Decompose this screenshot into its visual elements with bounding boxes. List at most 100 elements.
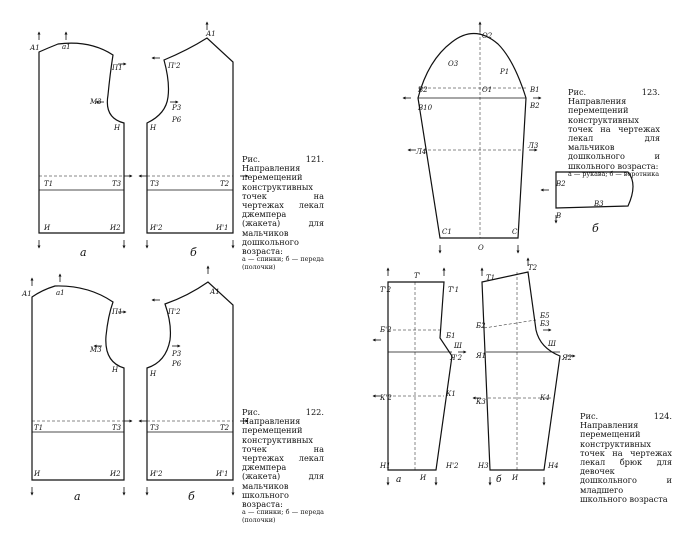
point-label: Р6	[171, 116, 182, 124]
fig121-back-pattern	[38, 42, 125, 234]
point-label: И'1	[215, 224, 228, 232]
point-label: О1	[482, 86, 492, 94]
point-label: П'2	[167, 62, 181, 70]
fig122-panel-a: а	[74, 490, 81, 503]
fig124-panel-a: а	[396, 475, 401, 485]
point-label: Н	[111, 366, 119, 374]
point-label: В3	[593, 200, 604, 208]
point-label: Р1	[499, 68, 509, 76]
fig122-caption-main: Рис. 122. Направления перемещений констр…	[242, 407, 324, 510]
point-label: Л4	[415, 148, 426, 156]
point-label: Н4	[547, 462, 559, 470]
point-label: Т3	[150, 424, 160, 432]
point-label: а1	[56, 289, 65, 297]
fig122-arrows	[30, 265, 249, 496]
point-label: И'1	[215, 470, 228, 478]
point-label: О3	[448, 60, 459, 68]
point-label: О2	[482, 32, 493, 40]
point-label: И'2	[149, 224, 163, 232]
point-label: Т2	[220, 180, 230, 188]
point-label: И	[419, 474, 427, 482]
point-label: К3	[475, 398, 486, 406]
point-label: Н'2	[445, 462, 459, 470]
point-label: В2	[529, 102, 540, 110]
fig121-arrows	[37, 21, 249, 249]
fig121-caption: Рис. 121. Направления перемещений констр…	[242, 154, 324, 271]
fig122-caption: Рис. 122. Направления перемещений констр…	[242, 407, 324, 524]
fig121-panel-b: б	[190, 246, 197, 259]
point-label: Т3	[112, 424, 122, 432]
point-label: Т2	[220, 424, 230, 432]
fig123-caption-note: а — рукава; б — воротника	[568, 169, 660, 178]
fig122-back-pattern	[31, 285, 125, 481]
point-label: Я1	[475, 352, 486, 360]
point-label: Л3	[527, 142, 539, 150]
point-label: В2	[417, 86, 428, 94]
point-label: Н	[113, 124, 121, 132]
point-label: К4	[539, 394, 550, 402]
fig124-front-pattern	[387, 281, 453, 471]
fig123-sleeve-pattern	[417, 32, 527, 239]
point-label: Б'2	[379, 326, 392, 334]
point-label: Б3	[539, 320, 550, 328]
point-label: Т3	[150, 180, 160, 188]
point-label: И2	[109, 470, 121, 478]
fig124-back-pattern	[481, 271, 561, 471]
fig124-caption: Рис. 124. Направления перемещений констр…	[580, 411, 672, 504]
point-label: Т1	[486, 274, 495, 282]
point-label: А1	[21, 290, 32, 298]
point-label: М3	[89, 346, 102, 354]
point-label: В1	[529, 86, 540, 94]
point-label: Т'1	[448, 286, 459, 294]
point-label: И	[33, 470, 41, 478]
fig121-panel-a: а	[80, 246, 87, 259]
point-label: П'2	[167, 308, 181, 316]
point-label: а1	[62, 43, 71, 51]
point-label: В10	[417, 104, 433, 112]
fig121-front-pattern	[146, 37, 234, 234]
fig124-panel-b: б	[496, 474, 502, 485]
point-label: Т1	[44, 180, 53, 188]
point-label: И'2	[149, 470, 163, 478]
point-label: Т1	[34, 424, 43, 432]
fig122-caption-note: а — спинки; б — переда (полочки)	[242, 508, 324, 524]
point-label: К'2	[379, 394, 392, 402]
point-label: Р6	[171, 360, 182, 368]
point-label: С	[512, 228, 518, 236]
point-label: О	[478, 244, 484, 252]
point-label: С1	[442, 228, 452, 236]
point-label: П1	[111, 308, 123, 316]
point-label: П1	[111, 64, 123, 72]
fig123-arrows	[402, 21, 558, 254]
point-label: В	[555, 212, 561, 220]
point-label: В2	[555, 180, 566, 188]
fig123-collar-pattern	[555, 171, 634, 209]
point-label: Т2	[528, 264, 538, 272]
point-label: Ш	[547, 340, 557, 348]
point-label: А1	[29, 44, 40, 52]
fig123-caption: Рис. 123. Направления перемещений констр…	[568, 87, 660, 178]
fig121-caption-main: Рис. 121. Направления перемещений констр…	[242, 154, 324, 257]
point-label: Р3	[171, 350, 182, 358]
point-label: Н	[149, 124, 157, 132]
point-label: Т3	[112, 180, 122, 188]
fig123-panel-b: б	[592, 222, 599, 235]
point-label: Т'	[414, 272, 421, 280]
fig121-caption-note: а — спинки; б — переда (полочки)	[242, 255, 324, 271]
point-label: Б1	[445, 332, 456, 340]
fig122-front-pattern	[146, 281, 234, 481]
point-label: К1	[445, 390, 456, 398]
point-label: Н1	[379, 462, 391, 470]
point-label: Ш	[453, 342, 463, 350]
point-label: И	[511, 474, 519, 482]
point-label: Т'2	[380, 286, 392, 294]
point-label: М3	[89, 98, 102, 106]
point-label: Я'2	[449, 354, 463, 362]
point-label: И2	[109, 224, 121, 232]
point-label: Р3	[171, 104, 182, 112]
point-label: Н3	[477, 462, 489, 470]
fig122-panel-b: б	[188, 490, 195, 503]
fig124-caption-main: Рис. 124. Направления перемещений констр…	[580, 411, 672, 504]
